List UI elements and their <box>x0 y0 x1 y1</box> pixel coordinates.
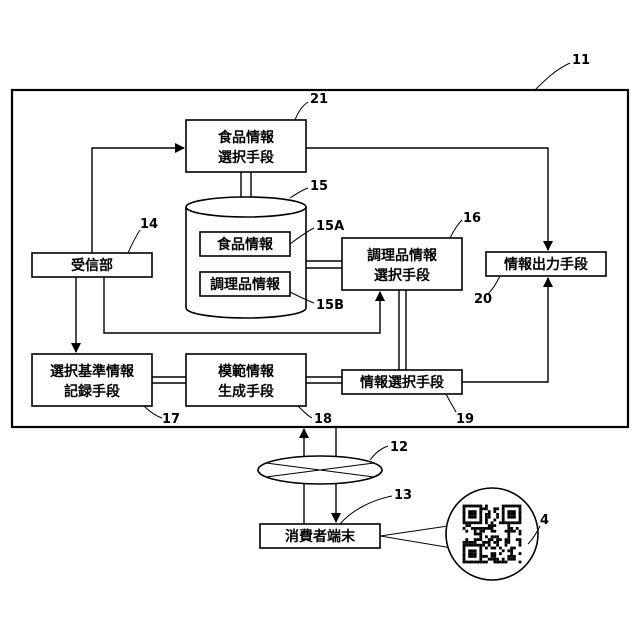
arrow-receiver-to-food-selection <box>92 148 184 253</box>
criteria-recording-block: 選択基準情報 記録手段 17 <box>32 354 180 427</box>
receiver-block: 受信部 14 <box>32 217 158 277</box>
criteria-recording-line2: 記録手段 <box>64 383 120 400</box>
database-ref: 15 <box>310 179 328 194</box>
arrow-food-selection-to-output <box>306 148 548 250</box>
consumer-terminal-block: 消費者端末 13 <box>260 488 452 548</box>
model-generation-ref: 18 <box>314 412 332 427</box>
info-output-block: 情報出力手段 20 <box>474 252 606 307</box>
food-info-ref: 15A <box>316 219 344 234</box>
info-output-label: 情報出力手段 <box>504 256 588 273</box>
cooked-info-selection-block: 調理品情報 選択手段 16 <box>342 211 481 290</box>
model-generation-block: 模範情報 生成手段 18 <box>186 354 332 427</box>
food-info-selection-line2: 選択手段 <box>218 149 274 166</box>
info-selection-ref: 19 <box>456 412 474 427</box>
receiver-ref: 14 <box>140 217 158 232</box>
cooked-info-selection-line2: 選択手段 <box>374 267 430 284</box>
criteria-recording-line1: 選択基準情報 <box>50 363 135 380</box>
system-ref: 11 <box>572 53 590 68</box>
qr-code-ref: 4 <box>540 513 549 528</box>
food-info-selection-block: 食品情報 選択手段 21 <box>186 92 328 172</box>
network-ref: 12 <box>390 440 408 455</box>
food-info-selection-line1: 食品情報 <box>218 129 275 146</box>
model-generation-line2: 生成手段 <box>218 383 274 400</box>
food-info-selection-ref: 21 <box>310 92 328 107</box>
info-selection-label: 情報選択手段 <box>360 374 444 391</box>
info-selection-block: 情報選択手段 19 <box>342 370 474 427</box>
qr-code-callout: 4 <box>446 488 549 580</box>
info-output-ref: 20 <box>474 292 492 307</box>
cooked-info-ref: 15B <box>316 298 344 313</box>
model-generation-line1: 模範情報 <box>218 363 275 380</box>
cooked-info-selection-ref: 16 <box>463 211 481 226</box>
food-info-label: 食品情報 <box>217 236 274 253</box>
cooked-info-label: 調理品情報 <box>210 276 281 293</box>
consumer-terminal-label: 消費者端末 <box>285 528 356 545</box>
cooked-info-selection-line1: 調理品情報 <box>367 247 438 264</box>
network-symbol: 12 <box>258 440 408 484</box>
criteria-recording-ref: 17 <box>162 412 180 427</box>
consumer-terminal-ref: 13 <box>394 488 412 503</box>
receiver-label: 受信部 <box>71 257 113 274</box>
